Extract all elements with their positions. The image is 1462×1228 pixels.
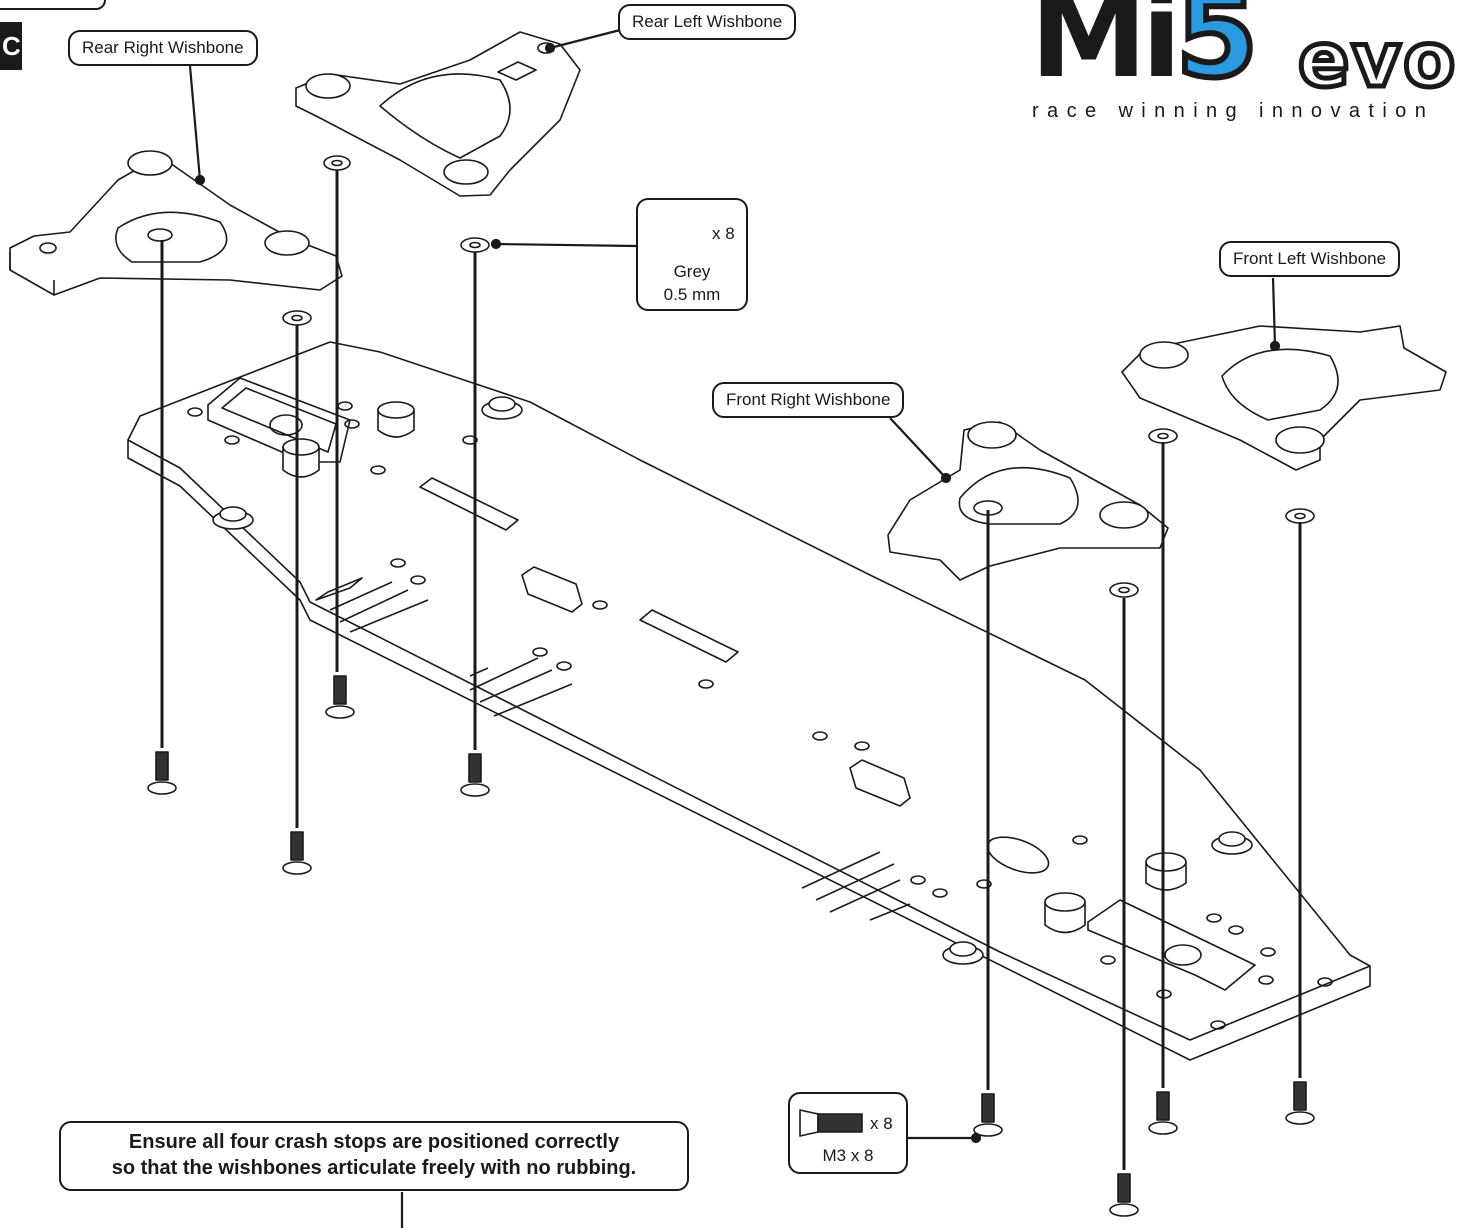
logo-model-number: 5 bbox=[1173, 0, 1261, 104]
screw-callout: x 8 M3 x 8 bbox=[788, 1092, 908, 1174]
label-rear-left-wishbone: Rear Left Wishbone bbox=[618, 4, 797, 40]
assembly-note: Ensure all four crash stops are position… bbox=[59, 1121, 689, 1191]
logo-tagline: race winning innovation bbox=[1032, 100, 1435, 122]
label-front-right-wishbone: Front Right Wishbone bbox=[712, 382, 905, 418]
step-letter: C bbox=[0, 22, 22, 70]
washer-color: Grey bbox=[673, 262, 711, 281]
crash-stop bbox=[521, 566, 911, 807]
label-rear-right-wishbone: Rear Right Wishbone bbox=[68, 30, 258, 66]
front-left-wishbone bbox=[1121, 325, 1447, 471]
screw-qty: x 8 bbox=[870, 1114, 893, 1133]
logo-model-prefix: Mi bbox=[1030, 0, 1182, 104]
countersunk-screw bbox=[147, 675, 1315, 1217]
washer-callout: x 8 Grey 0.5 mm bbox=[636, 198, 748, 311]
countersunk-screw-icon bbox=[799, 1109, 863, 1137]
washer-qty: x 8 bbox=[712, 224, 735, 243]
note-line-1: Ensure all four crash stops are position… bbox=[128, 1131, 620, 1153]
label-front-left-wishbone: Front Left Wishbone bbox=[1219, 241, 1401, 277]
screw-spec: M3 x 8 bbox=[822, 1146, 874, 1165]
bushing-nut bbox=[282, 401, 1187, 934]
button-head bbox=[212, 396, 1253, 965]
chassis-plate bbox=[127, 341, 1371, 1061]
note-line-2: so that the wishbones articulate freely … bbox=[111, 1157, 637, 1179]
leader-lines bbox=[188, 26, 1281, 1228]
rear-right-wishbone bbox=[9, 150, 343, 296]
front-right-wishbone bbox=[887, 421, 1169, 581]
logo-suffix: evo bbox=[1295, 15, 1458, 104]
rear-left-wishbone bbox=[295, 31, 581, 197]
assembly-lines bbox=[160, 170, 1302, 1170]
chassis-holes bbox=[187, 401, 1333, 1030]
brand-logo: Mi5 evo race winning innovation bbox=[1020, 0, 1462, 130]
logo-model: Mi5 bbox=[1030, 0, 1261, 97]
chassis-slots bbox=[315, 477, 911, 921]
washer-thickness: 0.5 mm bbox=[663, 285, 721, 304]
